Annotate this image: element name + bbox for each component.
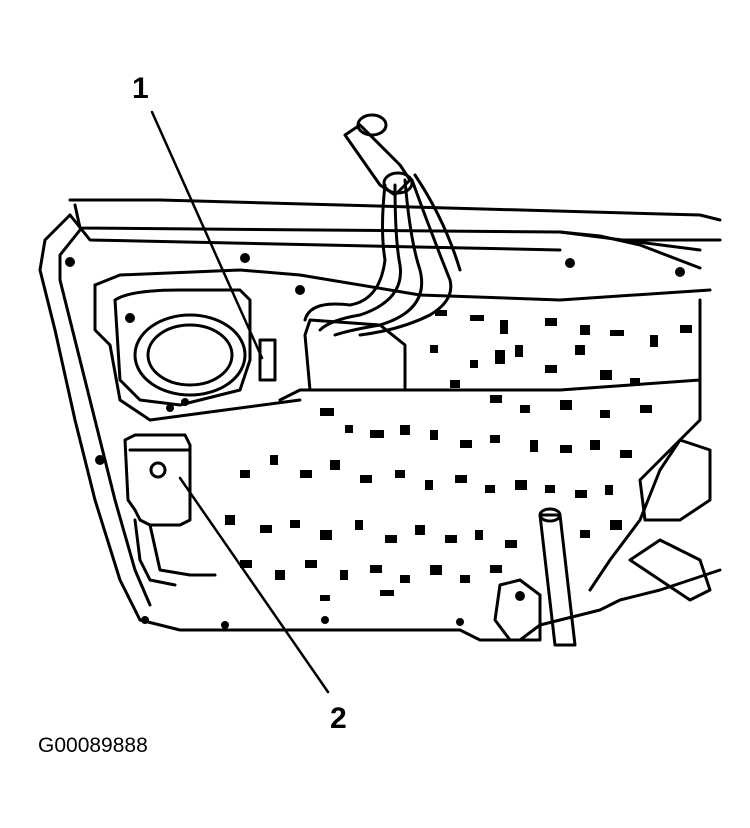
accumulator-housing (113, 288, 252, 407)
solenoid-pin (538, 513, 577, 647)
case-plate-outline (38, 213, 722, 642)
top-rail (68, 198, 722, 222)
case-plate-inner-edge (58, 228, 152, 607)
wiring-harness (303, 183, 387, 322)
callout-1-leader (150, 110, 264, 360)
callout-label-2: 2 (330, 702, 347, 735)
valve-body-outline (93, 268, 712, 302)
valve-body-passages (65, 253, 692, 629)
callout-label-1: 1 (132, 72, 149, 105)
figure-id-label: G00089888 (38, 734, 148, 757)
callout-2-leader (178, 476, 330, 694)
connector-boss (303, 318, 407, 392)
solenoid-bracket (123, 433, 192, 527)
